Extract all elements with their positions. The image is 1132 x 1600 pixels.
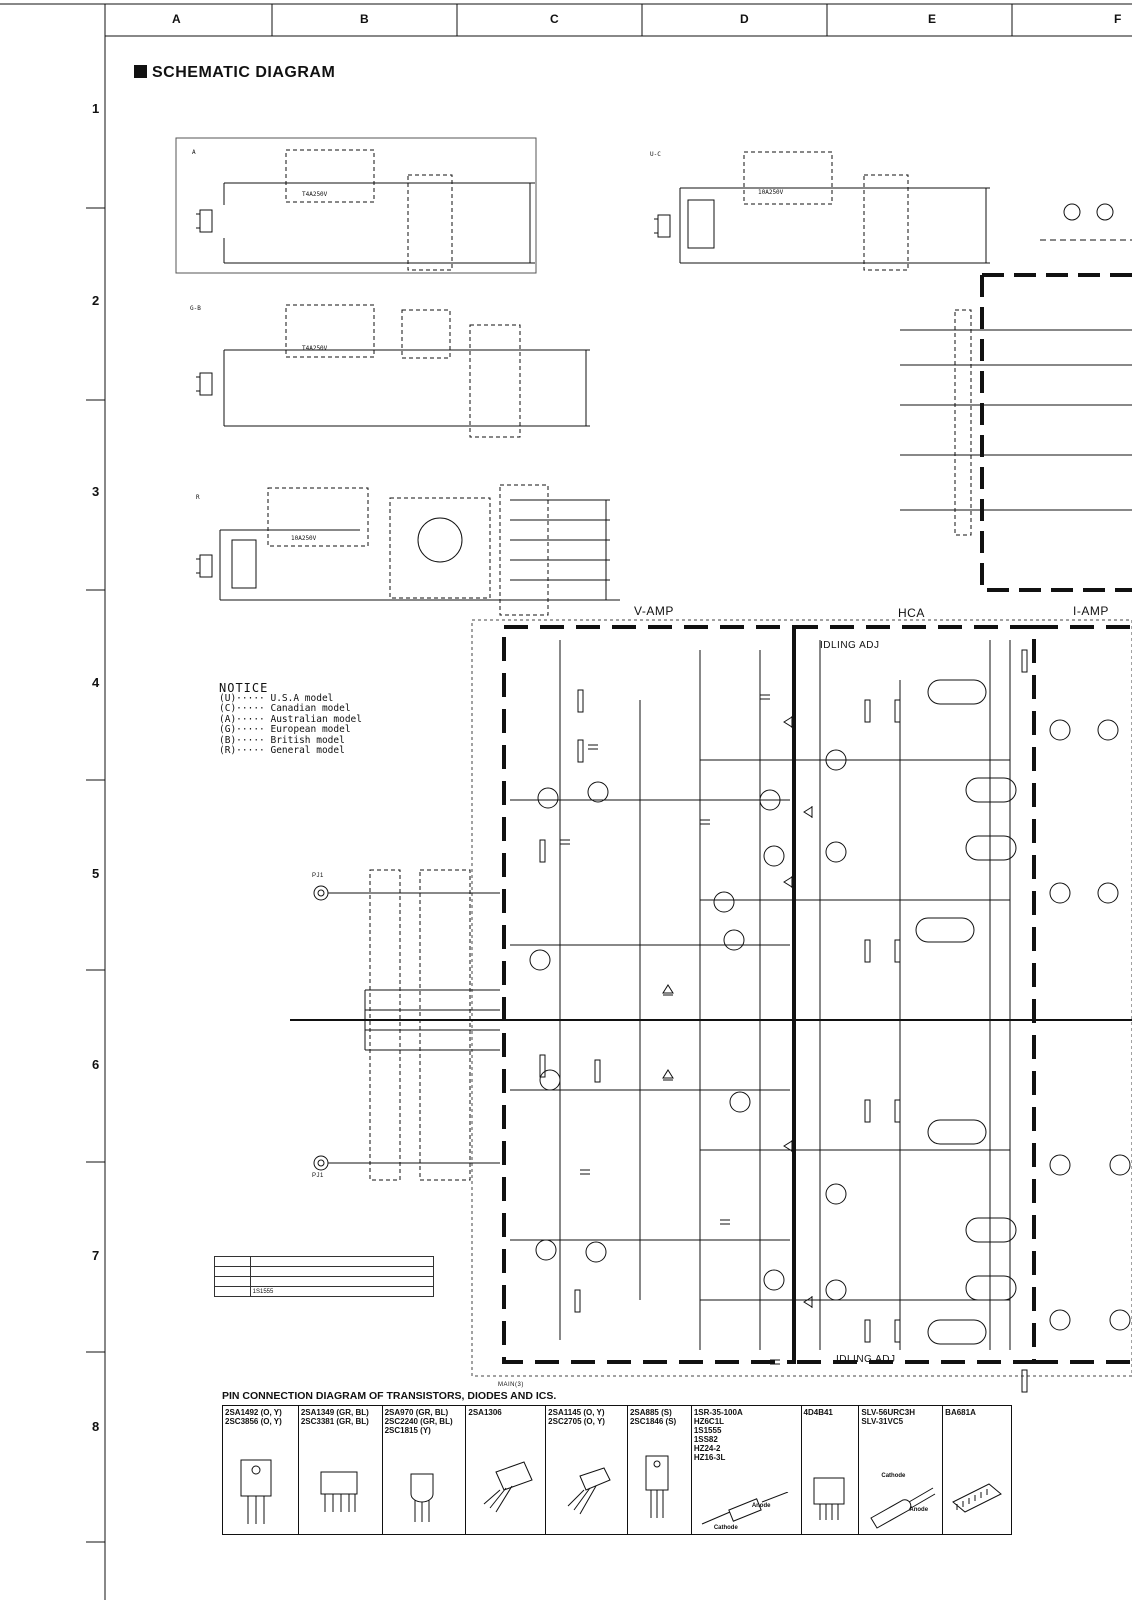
grid-row-5: 5 <box>92 866 100 881</box>
pin-cell: 4D4B41 <box>802 1406 860 1534</box>
pin-cell-label: 2SA1349 (GR, BL) 2SC3381 (GR, BL) <box>300 1408 369 1426</box>
grid-col-d: D <box>740 12 749 26</box>
svg-text:A: A <box>192 149 196 156</box>
grid-row-7: 7 <box>92 1248 100 1263</box>
notice-line: (B)····· British model <box>219 734 345 746</box>
bridge-rectifier-icon <box>813 1477 845 1520</box>
pin-cell-label: BA681A <box>945 1408 976 1417</box>
grid-col-c: C <box>550 12 559 26</box>
diode-cathode-label: Cathode <box>713 1525 738 1531</box>
legend-diode-value: 1S1555 <box>249 1286 435 1297</box>
pin-cell-label: 2SA1306 <box>468 1408 502 1417</box>
section-label-hca: HCA <box>898 606 925 620</box>
pin-cell-label: 2SA1145 (O, Y) 2SC2705 (O, Y) <box>548 1408 605 1426</box>
svg-text:R: R <box>196 494 200 501</box>
pin-diagram-title: PIN CONNECTION DIAGRAM OF TRANSISTORS, D… <box>222 1390 557 1402</box>
to126-transistor-icon <box>645 1455 669 1518</box>
svg-text:G-B: G-B <box>190 305 201 312</box>
notice-line: (R)····· General model <box>219 745 345 756</box>
to3p-transistor-icon <box>240 1459 272 1524</box>
svg-text:10A250V: 10A250V <box>291 535 317 542</box>
grid-col-a: A <box>172 12 181 26</box>
input-jack-label-upper: PJ1 <box>312 873 324 879</box>
pin-cell: SLV-56URC3H SLV-31VC5 Cathode Anode <box>859 1406 944 1534</box>
pin-cell-label: 2SA885 (S) 2SC1846 (S) <box>629 1408 677 1426</box>
power-block-a <box>175 137 537 274</box>
to92-transistor-icon <box>410 1473 434 1522</box>
section-label-idling-top: IDLING ADJ <box>820 640 880 651</box>
input-jack-label-lower: PJ1 <box>312 1173 324 1179</box>
led-icon <box>870 1487 936 1529</box>
amp-internals <box>510 640 1131 1393</box>
notice-line: (A)····· Australian model <box>219 713 362 725</box>
pin-cell: 1SR-35-100A HZ6C1L 1S1555 1SS82 HZ24-2 H… <box>692 1406 802 1534</box>
grid-row-6: 6 <box>92 1057 100 1072</box>
svg-text:T4A250V: T4A250V <box>302 345 328 352</box>
grid-row-8: 8 <box>92 1419 100 1434</box>
power-block-r <box>196 484 620 616</box>
grid-col-f: F <box>1114 12 1122 26</box>
diode-anode-label: Anode <box>751 1503 771 1509</box>
power-block-uc <box>654 151 990 271</box>
pin-cell: 2SA1145 (O, Y) 2SC2705 (O, Y) <box>546 1406 628 1534</box>
ic-dip-icon <box>952 1483 1003 1513</box>
page-title: SCHEMATIC DIAGRAM <box>134 64 335 82</box>
grid-col-e: E <box>928 12 937 26</box>
notice-heading: NOTICE <box>219 681 269 695</box>
input-section <box>290 869 1132 1181</box>
dual-transistor-icon <box>320 1471 358 1512</box>
pin-cell: 2SA1349 (GR, BL) 2SC3381 (GR, BL) <box>299 1406 383 1534</box>
power-supply-right <box>900 203 1132 592</box>
led-cathode-label: Cathode <box>881 1473 906 1479</box>
pin-cell-label: 2SA1492 (O, Y) 2SC3856 (O, Y) <box>225 1408 282 1426</box>
pin-cell-label: 2SA970 (GR, BL) 2SC2240 (GR, BL) 2SC1815… <box>384 1408 453 1435</box>
grid-row-1: 1 <box>92 101 100 116</box>
grid-row-2: 2 <box>92 293 100 308</box>
svg-text:U-C: U-C <box>650 151 661 158</box>
pin-cell: BA681A <box>943 1406 1011 1534</box>
pin-cell: 2SA1306 <box>466 1406 547 1534</box>
section-label-vamp: V-AMP <box>634 604 674 618</box>
schematic-drawing: A U-C G-B R T4A250V 10A250V T4A250V 10A250V <box>175 137 1132 1393</box>
pin-cell-label: SLV-56URC3H SLV-31VC5 <box>861 1408 916 1426</box>
notice-block: NOTICE (U)····· U.S.A model (C)····· Can… <box>219 681 362 757</box>
notice-line: (G)····· European model <box>219 724 351 735</box>
pin-cell-label: 1SR-35-100A HZ6C1L 1S1555 1SS82 HZ24-2 H… <box>693 1408 743 1462</box>
pin-cell: 2SA1492 (O, Y) 2SC3856 (O, Y) <box>223 1406 299 1534</box>
pin-diagram-table: 2SA1492 (O, Y) 2SC3856 (O, Y) 2SA1349 (G… <box>222 1405 1012 1535</box>
section-label-idling-bottom: IDLING ADJ <box>836 1354 896 1365</box>
grid-row-3: 3 <box>92 484 100 499</box>
section-label-main3: MAIN(3) <box>498 1382 524 1388</box>
pin-cell: 2SA970 (GR, BL) 2SC2240 (GR, BL) 2SC1815… <box>383 1406 467 1534</box>
diode-icon <box>701 1492 788 1525</box>
component-legend: 1S1555 <box>214 1256 435 1310</box>
to92l-transistor-icon <box>567 1467 611 1515</box>
to220-transistor-icon <box>484 1461 534 1513</box>
notice-line: (C)····· Canadian model <box>219 703 351 714</box>
notice-line: (U)····· U.S.A model <box>219 692 334 704</box>
svg-text:T4A250V: T4A250V <box>302 191 328 198</box>
pin-cell: 2SA885 (S) 2SC1846 (S) <box>628 1406 692 1534</box>
power-block-gb <box>196 304 590 438</box>
led-anode-label: Anode <box>909 1507 929 1513</box>
section-label-iamp: I-AMP <box>1073 604 1109 618</box>
grid-row-4: 4 <box>92 675 100 690</box>
amp-enclosures <box>502 625 1132 1364</box>
svg-text:10A250V: 10A250V <box>758 189 784 196</box>
pin-cell-label: 4D4B41 <box>803 1408 833 1417</box>
grid-col-b: B <box>360 12 369 26</box>
